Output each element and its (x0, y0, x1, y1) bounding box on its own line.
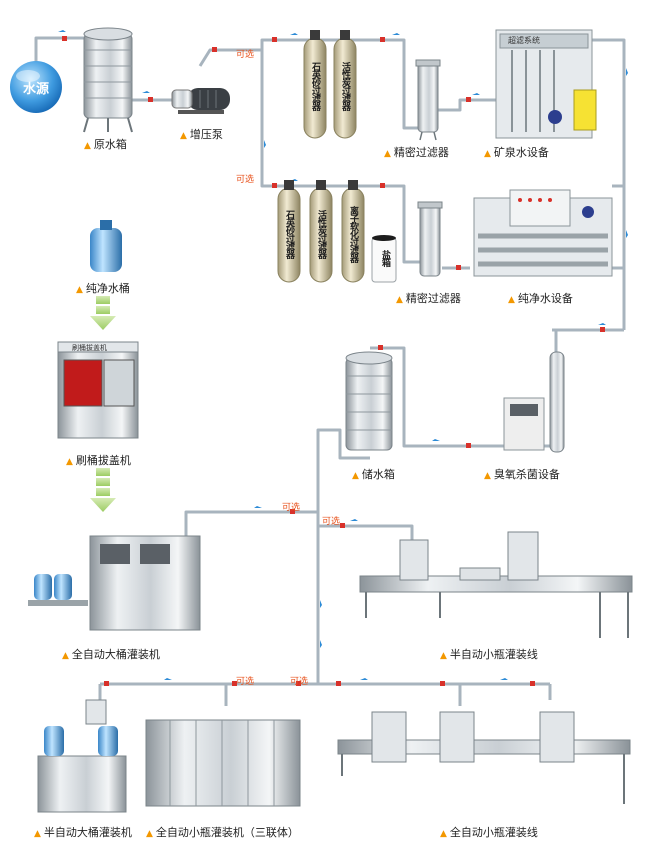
pipe-network (34, 36, 626, 706)
ozone-sterilizer-icon (503, 351, 565, 453)
optional-label-1: 可选 (236, 50, 255, 60)
quartz-filter-1-text: 石英砂过滤器 (310, 62, 320, 110)
optional-label-4: 可选 (322, 517, 341, 527)
ozone-equipment-label: ▲臭氧杀菌设备 (484, 468, 560, 481)
semi-bucket-filler-label: ▲半自动大桶灌装机 (34, 826, 132, 839)
mineral-water-equipment-icon (495, 29, 597, 139)
storage-tank-icon (345, 351, 393, 451)
optional-label-5: 可选 (236, 677, 255, 687)
auto-bottle-filler-3in1-label: ▲全自动小瓶灌装机（三联体） (146, 826, 299, 839)
pure-water-bucket-icon (90, 220, 122, 272)
brush-panel-text: 刷桶拔盖机 (72, 344, 107, 352)
optional-label-3: 可选 (282, 503, 301, 513)
mineral-panel-text: 超滤系统 (508, 36, 540, 45)
raw-tank-label: ▲原水箱 (84, 138, 127, 151)
quartz-filter-2-text: 石英砂过滤器 (284, 210, 294, 258)
brush-decap-machine-icon (57, 341, 139, 439)
semi-bottle-line-icon (359, 531, 633, 638)
mineral-equipment-label: ▲矿泉水设备 (484, 146, 549, 159)
pure-bucket-label: ▲纯净水桶 (76, 282, 130, 295)
semi-bucket-filler-icon (37, 699, 127, 813)
quartz-filter-1-icon (303, 30, 327, 139)
optional-label-6: 可选 (290, 677, 309, 687)
carbon-filter-2-text: 活性炭过滤器 (316, 210, 326, 258)
booster-pump-label: ▲增压泵 (180, 128, 223, 141)
quartz-filter-2-icon (277, 180, 301, 283)
booster-pump-icon (171, 88, 230, 114)
auto-bottle-line-icon (337, 711, 631, 804)
carbon-filter-1-text: 活性炭过滤器 (340, 62, 350, 110)
carbon-filter-2-icon (309, 180, 333, 283)
storage-tank-label: ▲储水箱 (352, 468, 395, 481)
auto-bottle-filler-3in1-icon (145, 719, 301, 807)
brush-machine-label: ▲刷桶拔盖机 (66, 454, 131, 467)
pure-water-equipment-icon (473, 189, 613, 277)
water-source-label: 水源 (22, 82, 49, 97)
flow-arrows (58, 30, 628, 680)
salt-box-text: 盐箱 (380, 250, 390, 266)
precision-filter-1-icon (415, 59, 441, 141)
optional-label-2: 可选 (236, 175, 255, 185)
auto-bucket-filler-icon (28, 535, 201, 631)
semi-bottle-line-label: ▲半自动小瓶灌装线 (440, 648, 538, 661)
precision-filter-1-label: ▲精密过滤器 (384, 146, 449, 159)
auto-bucket-filler-label: ▲全自动大桶灌装机 (62, 648, 160, 661)
pure-equipment-label: ▲纯净水设备 (508, 292, 573, 305)
raw-water-tank-icon (83, 27, 133, 133)
precision-filter-2-icon (417, 201, 443, 277)
precision-filter-2-label: ▲精密过滤器 (396, 292, 461, 305)
water-source-icon (10, 61, 62, 113)
valve-markers (62, 36, 605, 686)
auto-bottle-line-label: ▲全自动小瓶灌装线 (440, 826, 538, 839)
process-arrow-2-icon (90, 468, 116, 512)
carbon-filter-1-icon (333, 30, 357, 139)
softener-filter-text: 离子软化过滤器 (348, 206, 358, 262)
softener-filter-icon (341, 180, 365, 283)
salt-box-icon (371, 235, 397, 283)
process-arrow-1-icon (90, 296, 116, 330)
